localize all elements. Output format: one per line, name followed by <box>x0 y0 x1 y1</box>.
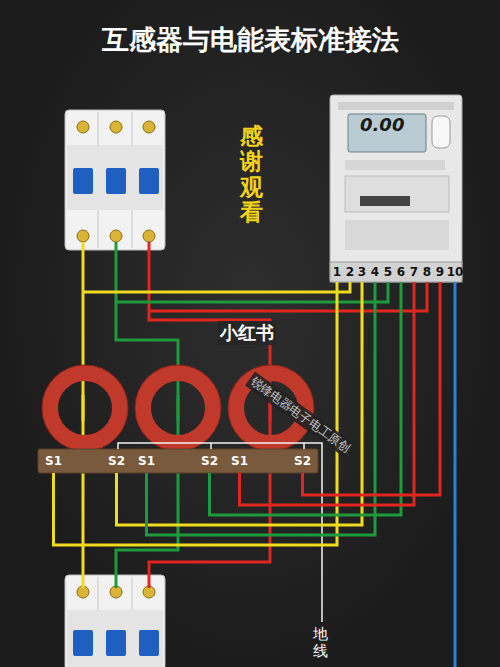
secondary-wire <box>303 282 441 495</box>
terminal-number: 8 <box>423 265 431 279</box>
bottom-breaker <box>65 575 165 667</box>
terminal-number: 4 <box>371 265 379 279</box>
terminal-label: S1 <box>231 451 248 471</box>
secondary-wire <box>147 282 376 535</box>
meter-reading: 0.00 <box>360 114 404 135</box>
terminal-number: 10 <box>447 265 464 279</box>
terminal-number: 9 <box>436 265 444 279</box>
vertical-note: 感谢观看 <box>240 124 263 225</box>
terminal-number: 3 <box>358 265 366 279</box>
terminal-number: 7 <box>410 265 418 279</box>
current-transformer: S1 S2 <box>226 451 316 473</box>
current-transformers <box>38 365 318 473</box>
terminal-label: S2 <box>201 451 218 471</box>
voltage-taps <box>83 282 455 667</box>
terminal-number: 1 <box>333 265 341 279</box>
energy-meter: 0.00 <box>330 95 462 282</box>
terminal-label: S1 <box>138 451 155 471</box>
terminal-number: 5 <box>384 265 392 279</box>
main-wires-through <box>83 395 270 421</box>
current-transformer: S1 S2 <box>133 451 223 473</box>
watermark: 小红书 <box>218 321 276 345</box>
terminal-number: 2 <box>346 265 354 279</box>
ground-wire <box>118 443 322 622</box>
terminal-number: 6 <box>397 265 405 279</box>
title: 互感器与电能表标准接法 <box>0 22 500 58</box>
terminal-label: S1 <box>45 451 62 471</box>
terminal-label: S2 <box>108 451 125 471</box>
current-transformer: S1 S2 <box>40 451 130 473</box>
terminal-label: S2 <box>294 451 311 471</box>
ground-label: 地线 <box>313 626 328 659</box>
energy-meter <box>330 95 462 282</box>
secondary-wire <box>240 282 415 505</box>
top-breaker <box>65 110 165 250</box>
